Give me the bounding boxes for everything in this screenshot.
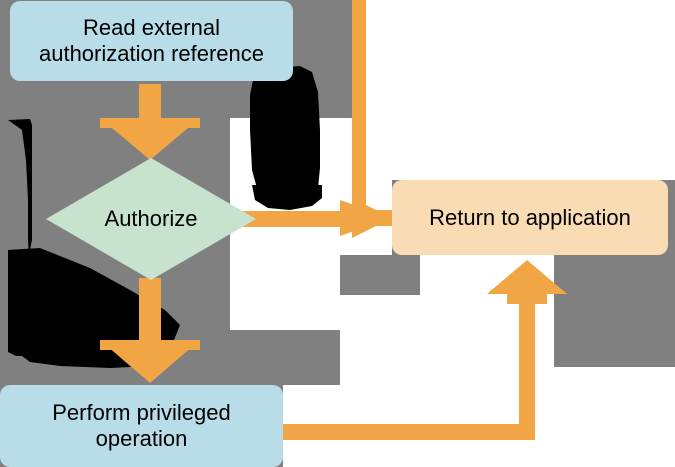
node-read-external-authorization-reference[interactable]: Read external authorization reference	[10, 1, 293, 81]
node-return-to-application[interactable]: Return to application	[392, 180, 668, 255]
connector-authorize-to-perform	[100, 278, 200, 383]
node-label-return-to-application: Return to application	[429, 204, 631, 230]
connector-authorize-to-return	[236, 211, 360, 227]
connector-entry-top	[340, 0, 392, 238]
node-label-authorize-text: Authorize	[104, 206, 198, 231]
connector-read-to-authorize	[100, 84, 200, 160]
node-perform-privileged-operation[interactable]: Perform privileged operation	[0, 385, 283, 467]
connector-perform-to-return	[283, 260, 567, 440]
node-label-read-external-authorization-reference: Read external authorization reference	[38, 15, 265, 66]
node-label-perform-privileged-operation: Perform privileged operation	[52, 400, 231, 451]
node-label-authorize: Authorize	[44, 156, 258, 282]
node-authorize[interactable]	[44, 156, 258, 282]
